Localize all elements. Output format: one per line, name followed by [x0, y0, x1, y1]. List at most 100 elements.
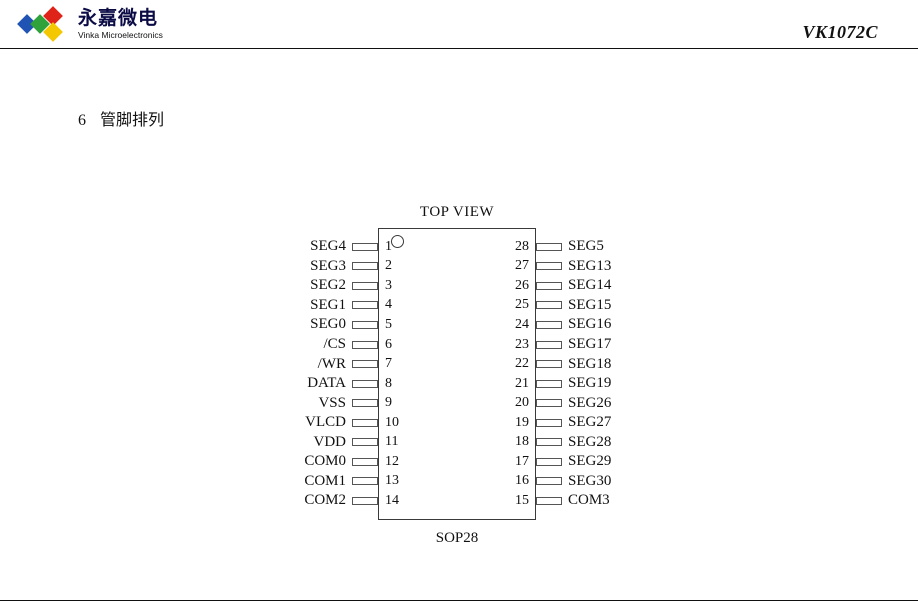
- right-pin-label: SEG27: [568, 414, 612, 431]
- right-pin-lead: [536, 320, 562, 329]
- right-pin-number: 24: [515, 316, 529, 332]
- section-title: 管脚排列: [100, 112, 165, 129]
- left-pin-label: VLCD: [305, 414, 346, 431]
- left-pin-label: COM2: [304, 492, 346, 509]
- left-pin-lead: [352, 418, 378, 427]
- right-pin-label: SEG29: [568, 453, 612, 470]
- left-pin-number: 3: [385, 277, 392, 293]
- right-pin-label: SEG19: [568, 375, 612, 392]
- brand-text: 永嘉微电 Vinka Microelectronics: [78, 8, 163, 41]
- right-pin-lead: [536, 262, 562, 271]
- right-pin-label: SEG15: [568, 296, 612, 313]
- right-pin-lead: [536, 477, 562, 486]
- right-pin-label: SEG30: [568, 472, 612, 489]
- pin-row: COM0 12 17 SEG29: [268, 452, 646, 472]
- right-pin-number: 23: [515, 336, 529, 352]
- pin-row: /CS 6 23 SEG17: [268, 335, 646, 355]
- pin-row: SEG2 3 26 SEG14: [268, 276, 646, 296]
- pin-row: SEG1 4 25 SEG15: [268, 296, 646, 316]
- left-pin-lead: [352, 360, 378, 369]
- document-code: VK1072C: [802, 22, 878, 42]
- pin-row: SEG3 2 27 SEG13: [268, 257, 646, 277]
- left-pin-label: SEG1: [310, 296, 346, 313]
- left-pin-lead: [352, 262, 378, 271]
- right-pin-lead: [536, 496, 562, 505]
- left-pin-lead: [352, 320, 378, 329]
- right-pin-label: SEG28: [568, 433, 612, 450]
- right-pin-lead: [536, 438, 562, 447]
- right-pin-lead: [536, 340, 562, 349]
- right-pin-number: 20: [515, 395, 529, 411]
- top-view-label: TOP VIEW: [419, 204, 495, 220]
- footer-rule: [0, 600, 918, 601]
- left-pin-number: 6: [385, 336, 392, 352]
- right-pin-number: 26: [515, 277, 529, 293]
- left-pin-lead: [352, 399, 378, 408]
- left-pin-lead: [352, 340, 378, 349]
- right-pin-lead: [536, 379, 562, 388]
- section-number: 6: [78, 112, 86, 129]
- right-pin-label: SEG5: [568, 238, 604, 255]
- left-pin-label: VSS: [318, 394, 346, 411]
- pin-row: COM1 13 16 SEG30: [268, 472, 646, 492]
- left-pin-number: 11: [385, 434, 399, 450]
- left-pin-label: DATA: [307, 375, 346, 392]
- left-pin-number: 8: [385, 375, 392, 391]
- left-pin-number: 4: [385, 297, 392, 313]
- right-pin-label: COM3: [568, 492, 610, 509]
- left-pin-lead: [352, 438, 378, 447]
- left-pin-number: 7: [385, 356, 392, 372]
- left-pin-lead: [352, 457, 378, 466]
- section-heading: 6 管脚排列: [78, 106, 164, 130]
- pin-rows: SEG4 1 28 SEG5 SEG3 2 27 SEG13: [268, 228, 646, 520]
- right-pin-number: 27: [515, 258, 529, 274]
- right-pin-lead: [536, 281, 562, 290]
- left-pin-number: 2: [385, 258, 392, 274]
- left-pin-number: 5: [385, 316, 392, 332]
- package-label: SOP28: [435, 530, 479, 546]
- right-pin-number: 17: [515, 453, 529, 469]
- pin-row: /WR 7 22 SEG18: [268, 354, 646, 374]
- pin-row: SEG0 5 24 SEG16: [268, 315, 646, 335]
- left-pin-number: 1: [385, 238, 392, 254]
- left-pin-label: SEG3: [310, 257, 346, 274]
- right-pin-lead: [536, 399, 562, 408]
- left-pin-lead: [352, 477, 378, 486]
- right-pin-lead: [536, 301, 562, 310]
- chip-body: [378, 228, 536, 520]
- right-pin-number: 28: [515, 238, 529, 254]
- left-pin-number: 9: [385, 395, 392, 411]
- right-pin-number: 25: [515, 297, 529, 313]
- left-pin-label: VDD: [313, 433, 347, 450]
- header-rule: [0, 48, 918, 49]
- left-pin-lead: [352, 301, 378, 310]
- left-pin-lead: [352, 379, 378, 388]
- pin1-indicator-icon: [391, 235, 404, 248]
- right-pin-label: SEG13: [568, 257, 612, 274]
- left-pin-label: SEG4: [310, 238, 346, 255]
- pin-row: SEG4 1 28 SEG5: [268, 237, 646, 257]
- company-logo-icon: [17, 6, 70, 42]
- left-pin-label: COM0: [304, 453, 346, 470]
- pin-diagram: TOP VIEW SEG4 1 28 SEG5 SEG3 2: [268, 204, 646, 547]
- pin-row: VSS 9 20 SEG26: [268, 393, 646, 413]
- right-pin-number: 19: [515, 414, 529, 430]
- brand-name-en: Vinka Microelectronics: [78, 29, 163, 40]
- pin-row: VLCD 10 19 SEG27: [268, 413, 646, 433]
- left-pin-label: COM1: [304, 472, 346, 489]
- left-pin-label: SEG0: [310, 316, 346, 333]
- pin-row: COM2 14 15 COM3: [268, 491, 646, 511]
- right-pin-number: 21: [515, 375, 529, 391]
- left-pin-number: 13: [385, 473, 399, 489]
- left-pin-lead: [352, 496, 378, 505]
- pin-row: DATA 8 21 SEG19: [268, 374, 646, 394]
- left-pin-number: 12: [385, 453, 399, 469]
- right-pin-lead: [536, 360, 562, 369]
- right-pin-lead: [536, 242, 562, 251]
- left-pin-label: SEG2: [310, 277, 346, 294]
- left-pin-lead: [352, 242, 378, 251]
- right-pin-number: 16: [515, 473, 529, 489]
- left-pin-lead: [352, 281, 378, 290]
- pin-row: VDD 11 18 SEG28: [268, 432, 646, 452]
